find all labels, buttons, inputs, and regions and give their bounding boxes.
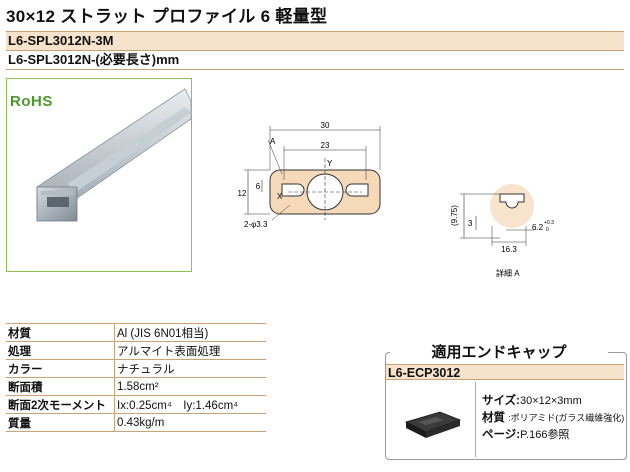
spec-row: カラーナチュラル	[6, 359, 266, 378]
end-cap-page-line: ページ:P.166参照	[482, 429, 570, 441]
detail-a-drawing: (9.75) 3 16.3 6.2 +0.3 0 詳細 A	[450, 184, 554, 278]
detail-dimension-6-2: 6.2	[532, 223, 544, 232]
part-number-table: L6-SPL3012N-3M L6-SPL3012N-(必要長さ)mm	[6, 31, 624, 70]
end-cap-divider	[475, 382, 476, 457]
page-title: 30×12 ストラット プロファイル 6 軽量型	[6, 7, 328, 26]
detail-dimension-9-75: (9.75)	[450, 205, 459, 226]
hole-dimension: 2-φ3.3	[244, 220, 268, 229]
axis-x-label: X	[277, 192, 283, 201]
part-number-row: L6-SPL3012N-3M	[6, 32, 624, 51]
end-cap-part-number: L6-ECP3012	[386, 364, 624, 380]
dimension-12: 12	[238, 189, 247, 198]
end-cap-spec: サイズ:30×12×3mm 材質 :ポリアミド(ガラス繊維強化) ページ:P.1…	[482, 393, 624, 444]
detail-tolerance-zero: 0	[546, 227, 549, 233]
end-cap-illustration	[404, 411, 462, 438]
cross-section-drawing: 30 23 12 6 A X Y 2-φ3.3	[238, 121, 381, 229]
end-cap-size-line: サイズ:30×12×3mm	[482, 395, 582, 407]
detail-dimension-16-3: 16.3	[501, 245, 517, 254]
product-photo	[6, 78, 192, 272]
dimension-23: 23	[321, 141, 330, 150]
detail-tolerance-plus: +0.3	[544, 220, 554, 226]
dimension-6: 6	[256, 182, 261, 191]
spec-row: 処理アルマイト表面処理	[6, 341, 266, 360]
part-number-row: L6-SPL3012N-(必要長さ)mm	[6, 51, 624, 70]
dimension-30: 30	[321, 121, 330, 130]
detail-a-label: A	[270, 137, 276, 146]
detail-caption: 詳細 A	[496, 268, 520, 278]
profile-illustration	[36, 88, 191, 222]
rohs-badge: RoHS	[10, 93, 53, 110]
end-cap-title: 適用エンドキャップ	[390, 341, 608, 362]
end-cap-material-line: 材質 :ポリアミド(ガラス繊維強化)	[482, 412, 625, 424]
detail-dimension-3: 3	[468, 219, 473, 228]
end-cap-photo	[388, 382, 473, 456]
axis-y-label: Y	[327, 159, 333, 168]
